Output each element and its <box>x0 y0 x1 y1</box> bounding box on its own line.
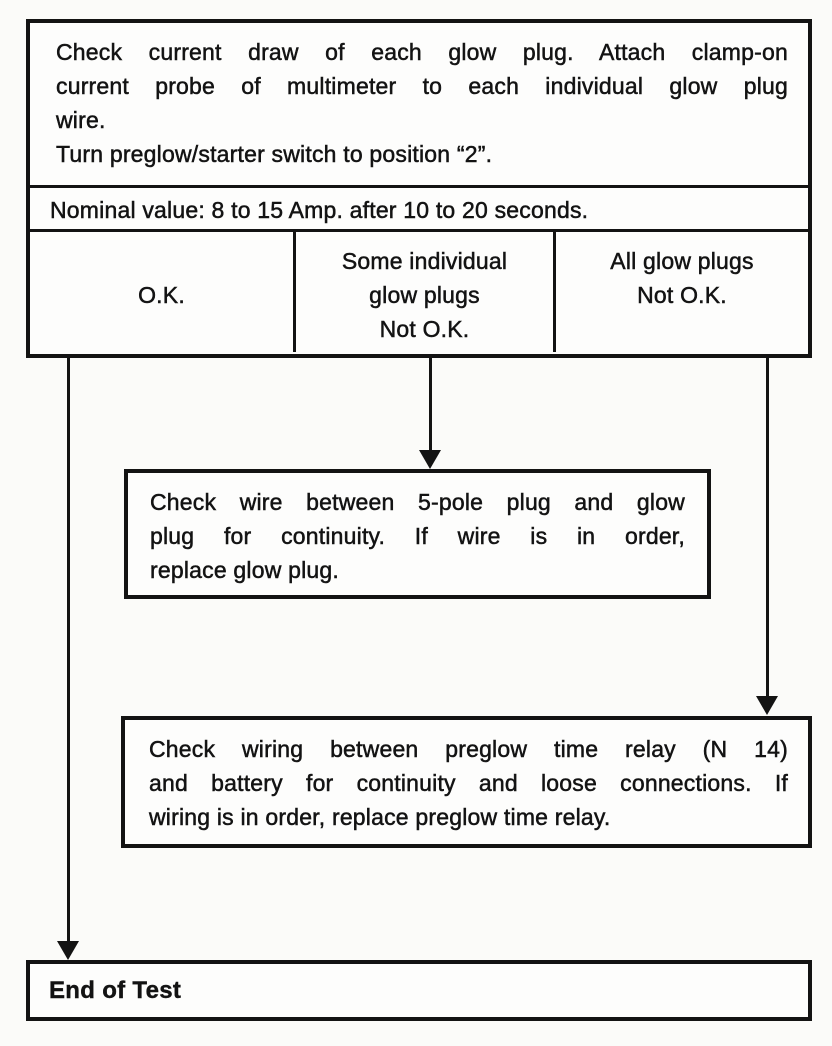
down-arrow-icon <box>419 450 441 469</box>
check-wiring-box: Check wiring between preglow time relay … <box>121 716 812 848</box>
end-of-test-label: End of Test <box>49 976 182 1004</box>
connector-ok-to-end <box>67 355 70 943</box>
outcome-ok-label: O.K. <box>138 282 185 309</box>
procedure-instructions-section: Check current draw of each glow plug. At… <box>30 23 808 188</box>
nominal-value-section: Nominal value: 8 to 15 Amp. after 10 to … <box>30 188 808 232</box>
down-arrow-icon <box>57 941 79 960</box>
procedure-box: Check current draw of each glow plug. At… <box>26 19 812 358</box>
down-arrow-icon <box>756 696 778 715</box>
nominal-value-text: Nominal value: 8 to 15 Amp. after 10 to … <box>50 197 589 224</box>
check-wiring-text: Check wiring between preglow time relay … <box>149 736 788 831</box>
action-text: Turn preglow/starter switch to position … <box>56 141 493 168</box>
connector-some-to-check-wire <box>429 355 432 452</box>
outcome-cell-ok: O.K. <box>30 232 296 352</box>
end-of-test-box: End of Test <box>26 960 812 1021</box>
instruction-text: Check current draw of each glow plug. At… <box>56 39 788 134</box>
connector-all-to-check-wiring <box>766 355 769 698</box>
